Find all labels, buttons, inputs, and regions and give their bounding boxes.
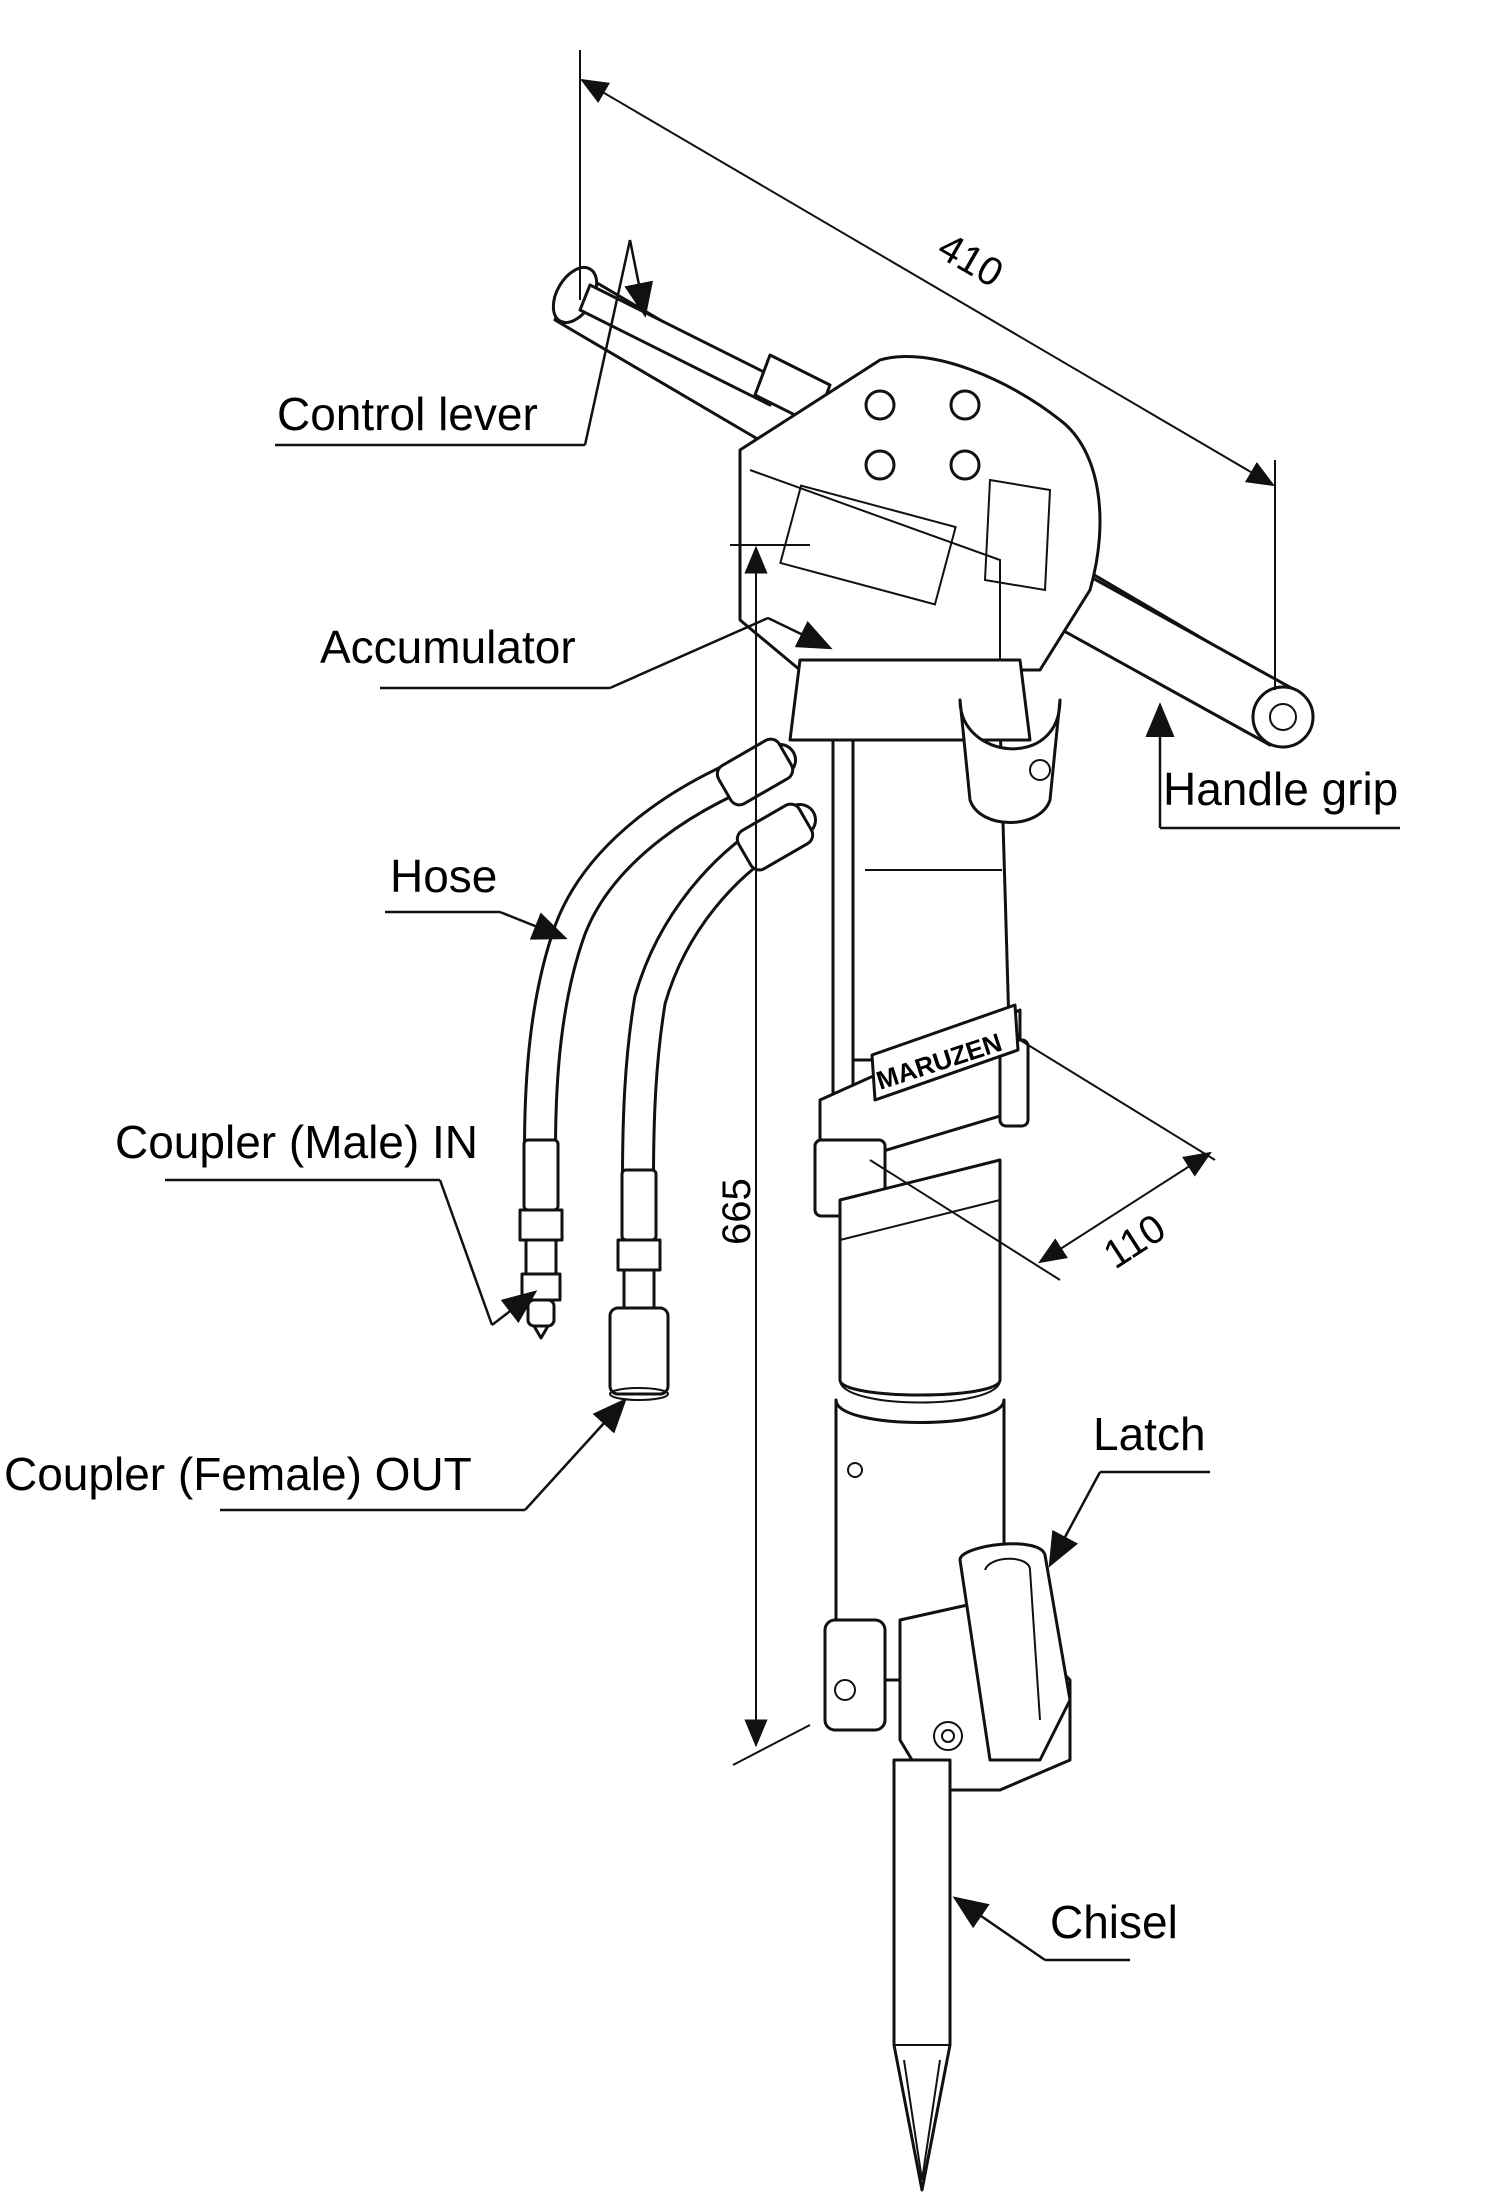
hose-right: [621, 803, 817, 1197]
label-control-lever: Control lever: [277, 388, 538, 440]
leader-coupler-male: [165, 1178, 538, 1326]
dim-110-text: 110: [1096, 1206, 1173, 1278]
leader-hose: [385, 910, 568, 940]
leader-chisel: [952, 1896, 1130, 1962]
label-coupler-male-in: Coupler (Male) IN: [115, 1116, 478, 1168]
dim-410-text: 410: [931, 225, 1011, 296]
leader-latch: [1048, 1470, 1210, 1568]
chisel: [892, 1758, 952, 2192]
dim-665-text: 665: [715, 1178, 759, 1245]
leader-handle-grip: [1145, 702, 1400, 830]
label-hose: Hose: [390, 850, 497, 902]
hose-left: [523, 743, 797, 1167]
label-handle-grip: Handle grip: [1163, 763, 1398, 815]
label-chisel: Chisel: [1050, 1896, 1178, 1948]
label-accumulator: Accumulator: [320, 621, 576, 673]
label-latch: Latch: [1093, 1408, 1206, 1460]
body-lower-cylinder: [838, 1158, 1002, 1404]
latch-assembly: [823, 1542, 1072, 1792]
leader-accumulator: [380, 616, 833, 690]
accumulator-part: [788, 658, 1062, 824]
leader-coupler-female: [220, 1397, 627, 1512]
coupler-female: [608, 1168, 670, 1401]
dimension-665: 665: [715, 544, 811, 1766]
leader-control-lever: [275, 239, 654, 447]
coupler-male: [518, 1138, 564, 1340]
label-coupler-female-out: Coupler (Female) OUT: [4, 1448, 472, 1500]
